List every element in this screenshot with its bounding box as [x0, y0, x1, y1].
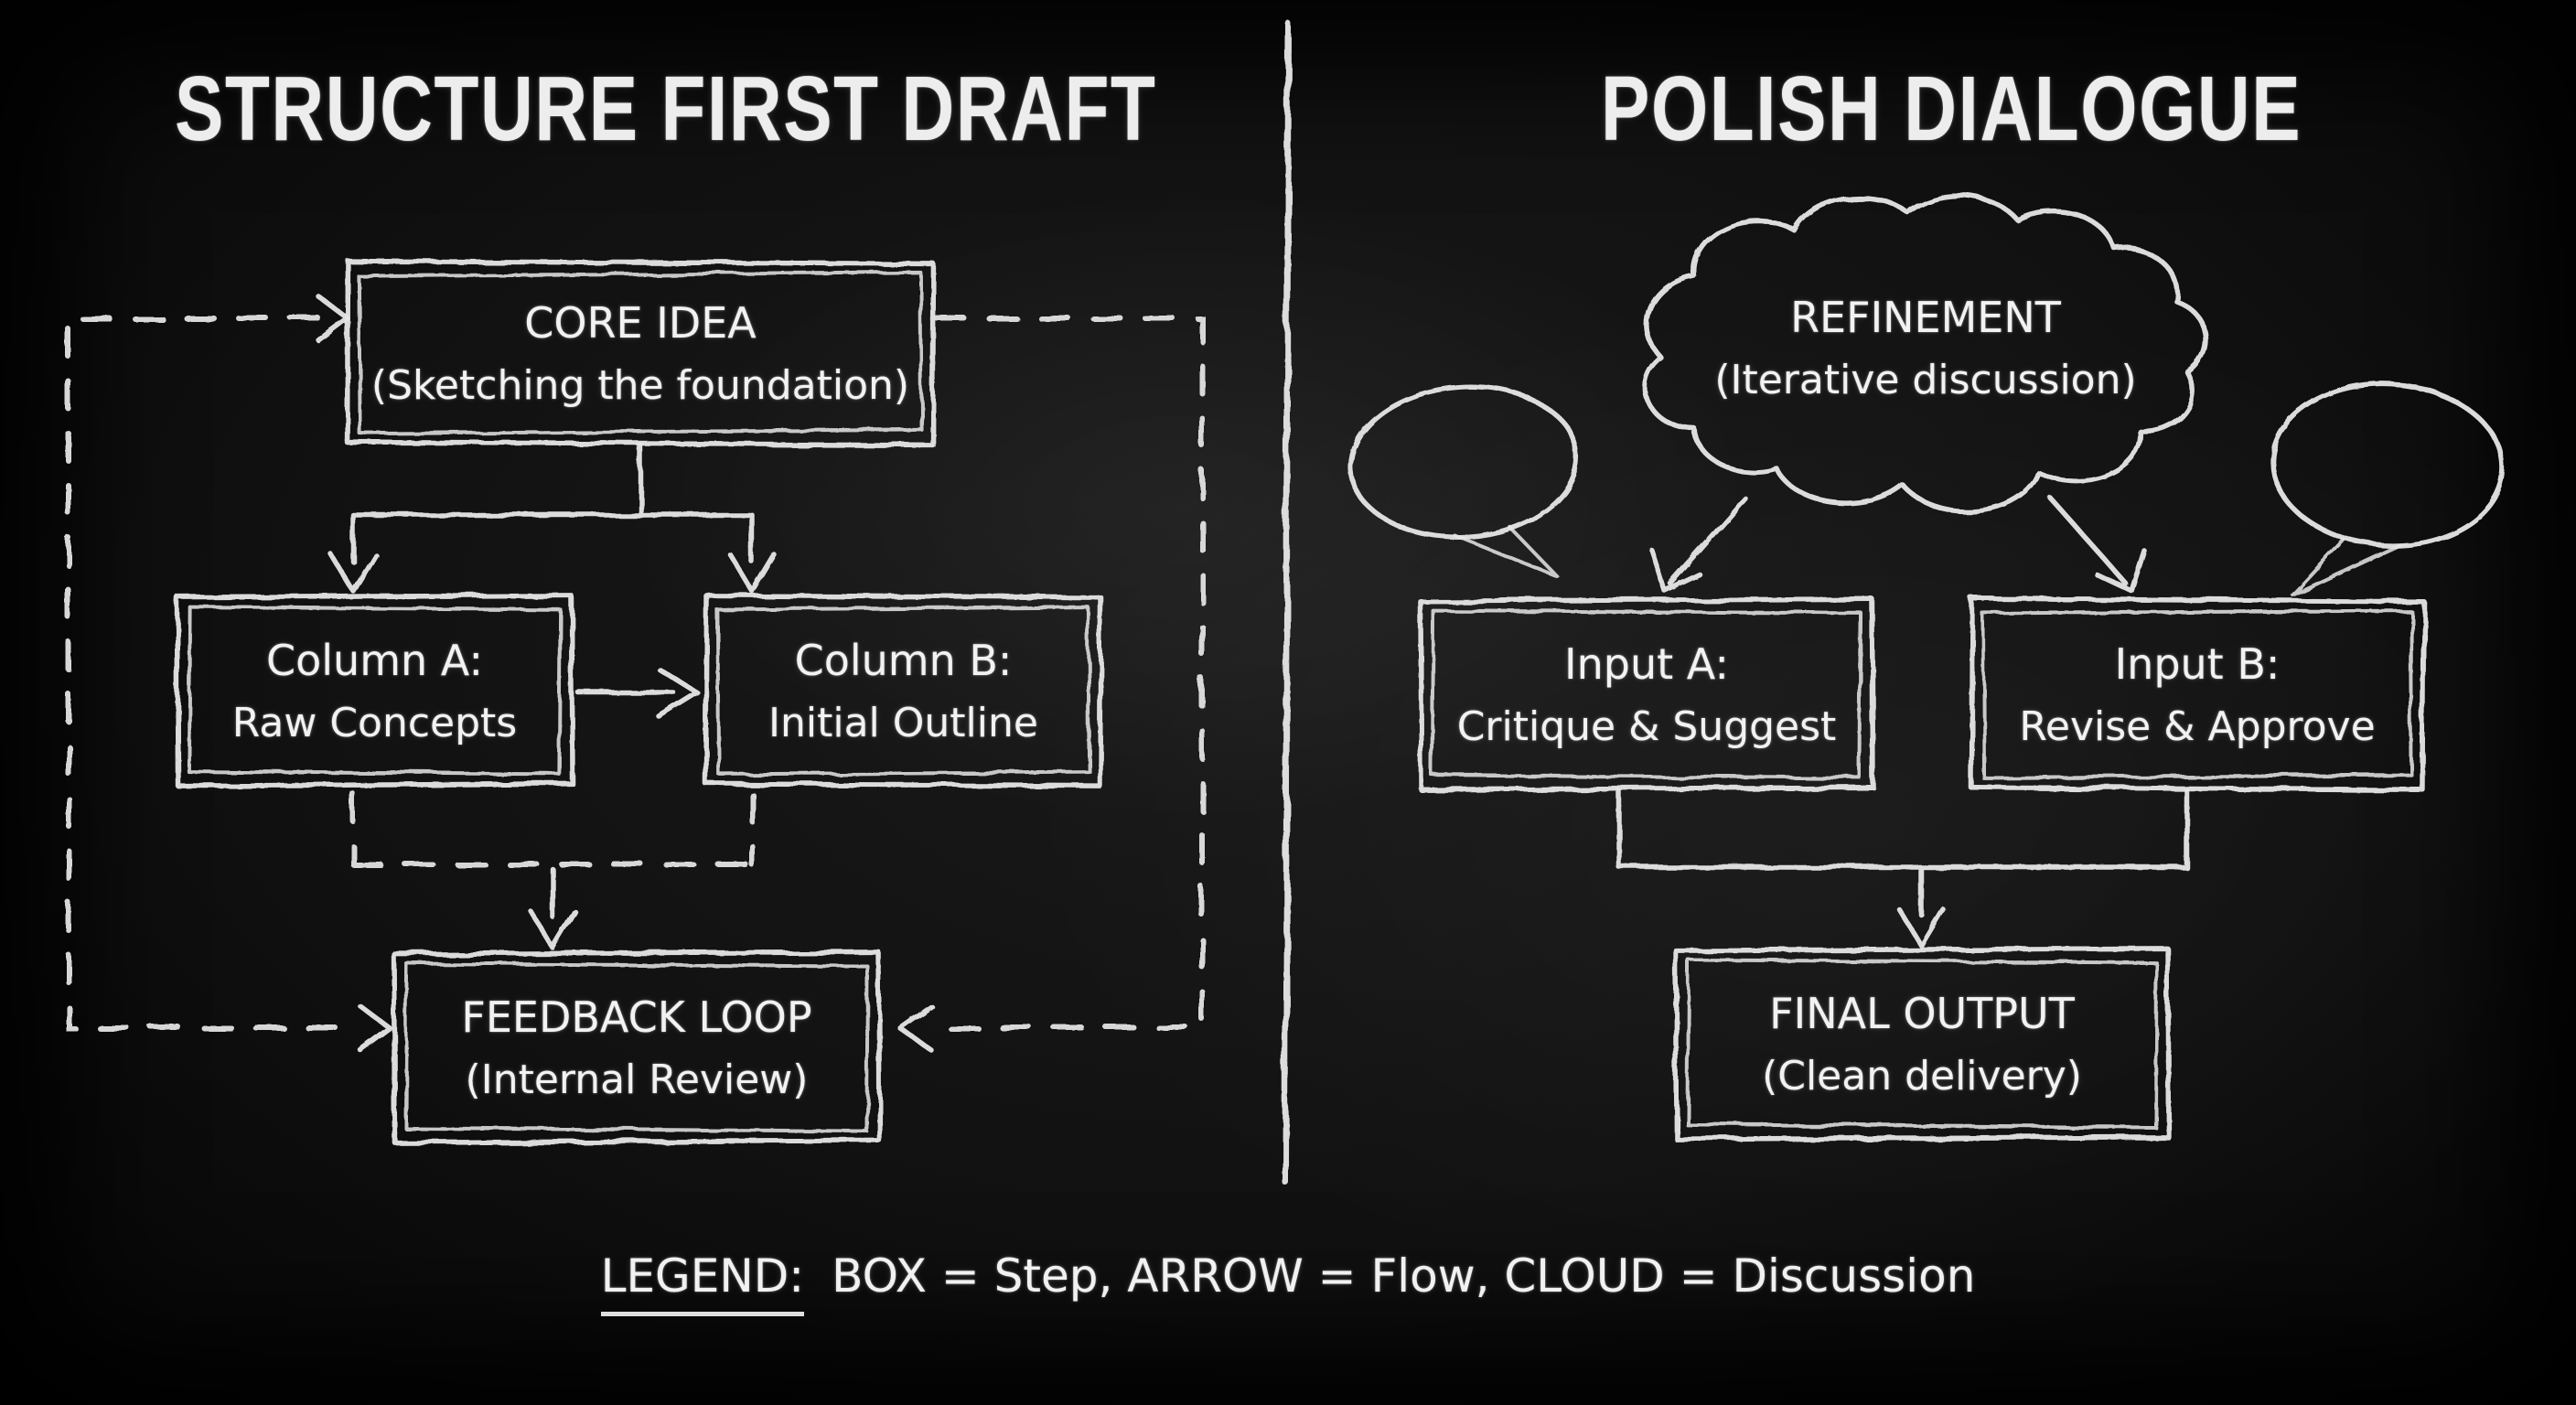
- speech-bubble-right-tail: [2291, 538, 2400, 596]
- final-output-line2: (Clean delivery): [1762, 1052, 2082, 1099]
- arrowhead-down-column-b: [727, 552, 777, 594]
- speech-bubble-left: [1347, 383, 1580, 578]
- input-b-line1: Input B:: [2114, 638, 2281, 689]
- input-b-line2: Revise & Approve: [2019, 702, 2376, 750]
- refinement-cloud: [1641, 192, 2209, 514]
- input-b-box: [1968, 595, 2427, 793]
- arrowhead-down-final: [1896, 906, 1946, 949]
- dashed-loop-left: [66, 294, 392, 1053]
- column-b-line2: Initial Outline: [768, 699, 1038, 746]
- arrowhead-down-column-a: [328, 552, 378, 594]
- flow-branch-core-to-columns: [328, 443, 777, 594]
- dashed-loop-right: [897, 316, 1205, 1053]
- input-a-line1: Input A:: [1564, 638, 1729, 689]
- arrowhead-input-b: [2094, 548, 2147, 594]
- arrowhead-into-feedback-left: [358, 1003, 392, 1053]
- refinement-line1: REFINEMENT: [1790, 292, 2061, 342]
- column-a-line2: Raw Concepts: [231, 699, 518, 746]
- column-a-line1: Column A:: [266, 635, 483, 685]
- legend-label: LEGEND:: [600, 1249, 805, 1316]
- arrow-cloud-to-input-b: [2048, 496, 2147, 594]
- speech-bubble-left-tail: [1453, 525, 1559, 578]
- column-b-label: Column B: Initial Outline: [706, 596, 1100, 785]
- feedback-loop-box: [391, 949, 883, 1145]
- flow-merge-inputs-to-final: [1616, 788, 2189, 949]
- arrowhead-into-feedback-right: [897, 1003, 934, 1053]
- column-b-line1: Column B:: [794, 635, 1013, 685]
- right-panel-title: POLISH DIALOGUE: [1601, 58, 2302, 160]
- final-output-label: FINAL OUTPUT (Clean delivery): [1676, 949, 2168, 1138]
- arrowhead-down-feedback: [528, 908, 577, 950]
- feedback-loop-line1: FEEDBACK LOOP: [461, 992, 812, 1042]
- input-b-label: Input B: Revise & Approve: [1971, 600, 2423, 788]
- core-idea-line1: CORE IDEA: [524, 297, 757, 348]
- core-idea-label: CORE IDEA (Sketching the foundation): [348, 263, 933, 444]
- refinement-line2: (Iterative discussion): [1714, 356, 2137, 403]
- feedback-loop-line2: (Internal Review): [465, 1056, 809, 1103]
- left-panel-title: STRUCTURE FIRST DRAFT: [175, 58, 1157, 160]
- flow-arrow-a-to-b: [575, 666, 700, 719]
- final-output-line1: FINAL OUTPUT: [1769, 988, 2075, 1038]
- refinement-cloud-label: REFINEMENT (Iterative discussion): [1651, 227, 2200, 468]
- arrowhead-input-a: [1649, 548, 1702, 594]
- core-idea-line2: (Sketching the foundation): [370, 361, 910, 409]
- legend: LEGEND: BOX = Step, ARROW = Flow, CLOUD =…: [0, 1249, 2576, 1316]
- arrowhead-into-core-idea: [316, 294, 350, 343]
- column-b-box: [703, 593, 1104, 788]
- final-output-box: [1672, 946, 2172, 1142]
- input-a-line2: Critique & Suggest: [1456, 702, 1837, 750]
- legend-text: BOX = Step, ARROW = Flow, CLOUD = Discus…: [832, 1249, 1976, 1303]
- panel-divider: [1282, 20, 1292, 1185]
- column-a-box: [174, 593, 575, 788]
- arrow-cloud-to-input-a: [1649, 496, 1748, 594]
- arrowhead-right: [656, 666, 700, 719]
- column-a-label: Column A: Raw Concepts: [177, 596, 572, 785]
- input-a-box: [1417, 595, 1876, 793]
- input-a-label: Input A: Critique & Suggest: [1421, 600, 1873, 788]
- dashed-merge-columns-to-feedback: [350, 791, 755, 950]
- feedback-loop-label: FEEDBACK LOOP (Internal Review): [394, 953, 879, 1142]
- speech-bubble-right: [2270, 381, 2506, 596]
